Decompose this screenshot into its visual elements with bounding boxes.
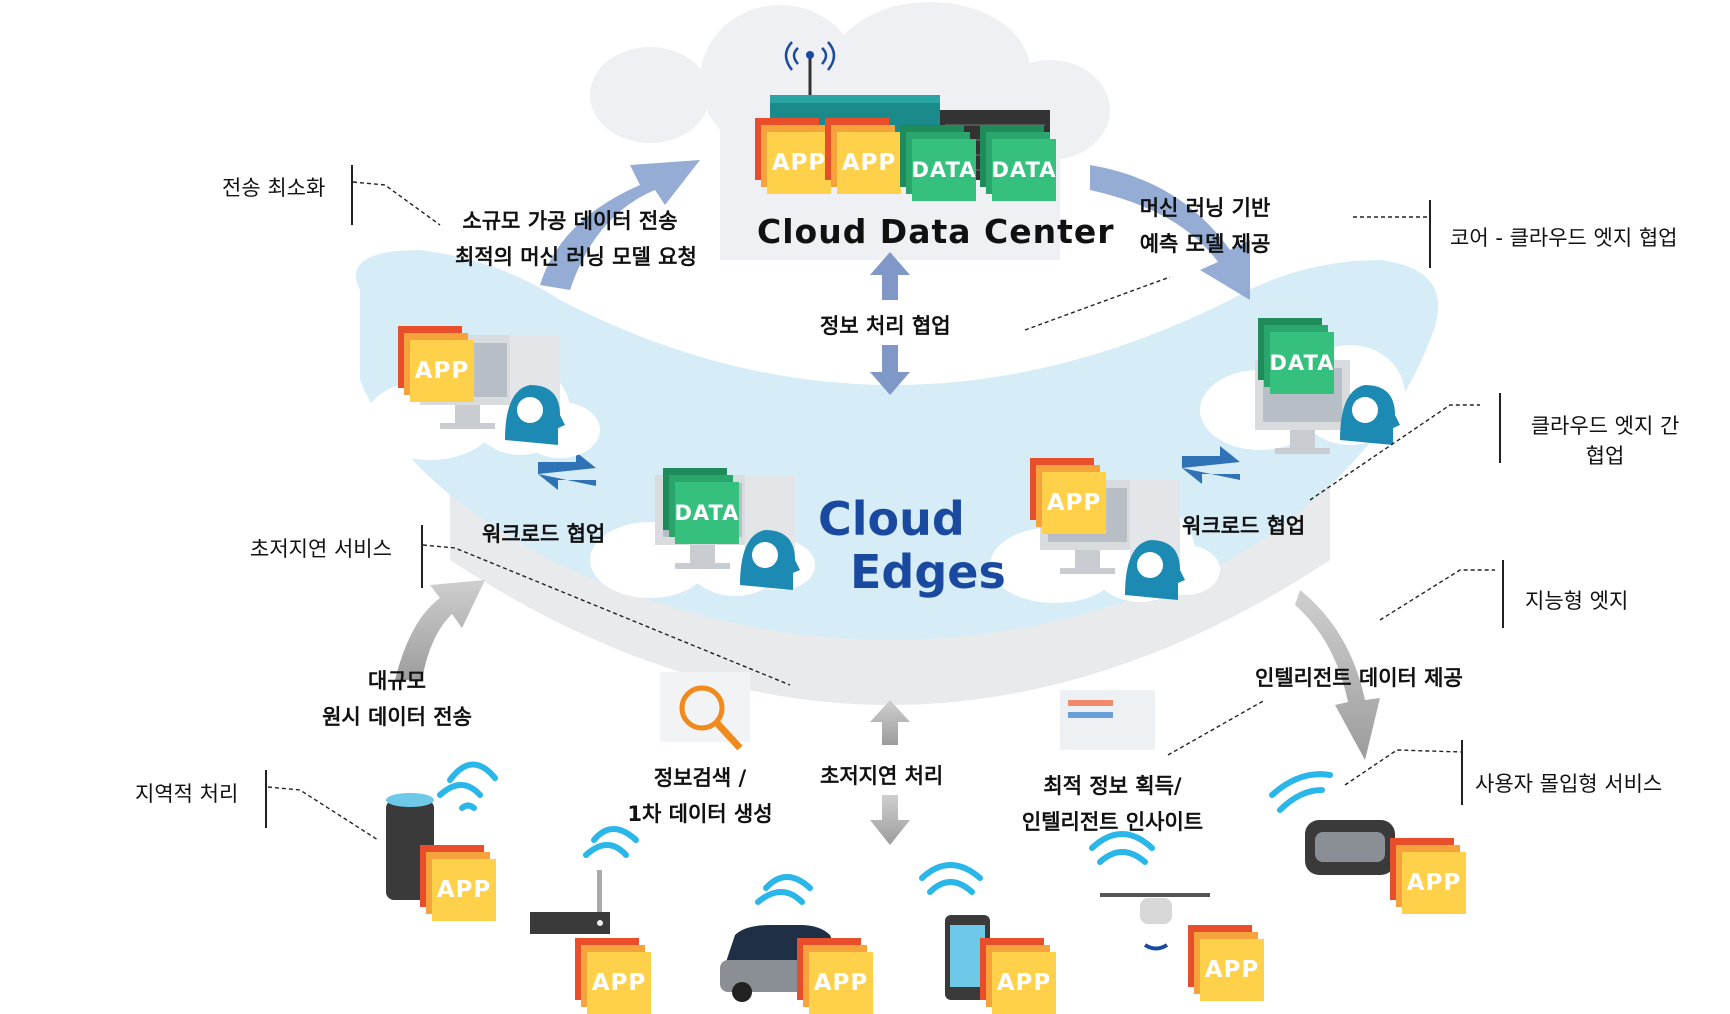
callout-min-transfer: 전송 최소화 bbox=[222, 176, 326, 200]
callout-core-edge: 코어 - 클라우드 엣지 협업 bbox=[1450, 226, 1678, 250]
ai-head-icon-far-right bbox=[1340, 385, 1400, 445]
gray-center-arrows bbox=[870, 700, 910, 845]
ai-head-icon-mid bbox=[740, 530, 800, 590]
gray-arrow-up-left bbox=[395, 580, 485, 680]
label-large-raw-line1: 대규모 bbox=[368, 669, 426, 693]
cloud-edges-title-line2: Edges bbox=[850, 545, 1006, 599]
app-tag: APP bbox=[825, 118, 901, 194]
gray-arc bbox=[450, 470, 1330, 705]
app-tag: APP bbox=[1390, 838, 1466, 914]
phone-device bbox=[945, 915, 990, 1000]
cloud-edges-title-line1: Cloud bbox=[818, 492, 965, 546]
label-workload-right: 워크로드 협업 bbox=[1182, 514, 1306, 538]
app-tag: APP bbox=[980, 938, 1056, 1014]
label-info-processing: 정보 처리 협업 bbox=[820, 314, 951, 338]
callout-ultra-low-service: 초저지연 서비스 bbox=[250, 537, 392, 561]
magnifier-icon bbox=[679, 685, 725, 731]
label-optimal-info-line2: 인텔리전트 인사이트 bbox=[1021, 810, 1204, 834]
drone-device bbox=[1100, 893, 1210, 951]
label-small-transfer-line2: 최적의 머신 러닝 모델 요청 bbox=[455, 245, 697, 269]
vertical-blue-arrows bbox=[870, 252, 910, 395]
label-ml-predict-line1: 머신 러닝 기반 bbox=[1139, 196, 1271, 220]
label-small-transfer-line1: 소규모 가공 데이터 전송 bbox=[462, 209, 678, 233]
app-tag: APP bbox=[420, 845, 496, 921]
label-ml-predict: 머신 러닝 기반 예측 모델 제공 bbox=[1125, 192, 1285, 258]
data-tag: DATA bbox=[663, 468, 739, 544]
exchange-arrow-left bbox=[538, 452, 596, 490]
label-large-raw-line2: 원시 데이터 전송 bbox=[322, 705, 472, 729]
callout-local-processing: 지역적 처리 bbox=[135, 782, 239, 806]
ai-head-icon-right bbox=[1125, 540, 1185, 600]
gray-arrow-down-right bbox=[1295, 590, 1380, 760]
arrow-up-left bbox=[540, 160, 700, 290]
app-tag: APP bbox=[575, 938, 651, 1014]
data-tag: DATA bbox=[1258, 318, 1334, 394]
app-tag: APP bbox=[755, 118, 831, 194]
callout-bars bbox=[265, 165, 1504, 828]
arrow-down-right bbox=[1090, 165, 1250, 300]
cloud-data-center-title: Cloud Data Center bbox=[757, 212, 1115, 251]
data-tag: DATA bbox=[900, 125, 976, 201]
search-doc bbox=[660, 672, 750, 742]
label-ultra-low-processing: 초저지연 처리 bbox=[820, 764, 944, 788]
label-ml-predict-line2: 예측 모델 제공 bbox=[1139, 232, 1271, 256]
label-optimal-info: 최적 정보 획득/ 인텔리전트 인사이트 bbox=[1005, 770, 1220, 836]
label-info-search-line2: 1차 데이터 생성 bbox=[627, 802, 773, 826]
app-tag: APP bbox=[398, 326, 474, 402]
label-intelligent-data: 인텔리전트 데이터 제공 bbox=[1255, 666, 1463, 690]
app-tag: APP bbox=[1030, 458, 1106, 534]
ai-head-icon-left bbox=[505, 385, 565, 445]
callout-inter-edge-line1: 클라우드 엣지 간 bbox=[1530, 414, 1680, 438]
label-small-transfer: 소규모 가공 데이터 전송 최적의 머신 러닝 모델 요청 bbox=[455, 205, 697, 271]
data-tag: DATA bbox=[980, 125, 1056, 201]
vr-headset-device bbox=[1305, 820, 1395, 875]
wifi-icons bbox=[437, 761, 1333, 905]
label-info-search-line1: 정보검색 / bbox=[653, 766, 747, 790]
insight-screen bbox=[1060, 690, 1155, 750]
router-device bbox=[530, 870, 610, 934]
leader-lines bbox=[267, 181, 1495, 841]
exchange-arrow-right bbox=[1182, 446, 1240, 484]
app-tag: APP bbox=[797, 938, 873, 1014]
label-large-raw: 대규모 원시 데이터 전송 bbox=[312, 665, 482, 731]
label-workload-left: 워크로드 협업 bbox=[482, 522, 606, 546]
callout-intelligent-edge: 지능형 엣지 bbox=[1525, 589, 1629, 613]
label-optimal-info-line1: 최적 정보 획득/ bbox=[1043, 774, 1182, 798]
callout-inter-edge: 클라우드 엣지 간 협업 bbox=[1515, 410, 1695, 470]
callout-inter-edge-line2: 협업 bbox=[1585, 444, 1625, 468]
app-tag: APP bbox=[1188, 925, 1264, 1001]
label-info-search: 정보검색 / 1차 데이터 생성 bbox=[615, 762, 785, 828]
callout-immersive-service: 사용자 몰입형 서비스 bbox=[1475, 772, 1663, 796]
